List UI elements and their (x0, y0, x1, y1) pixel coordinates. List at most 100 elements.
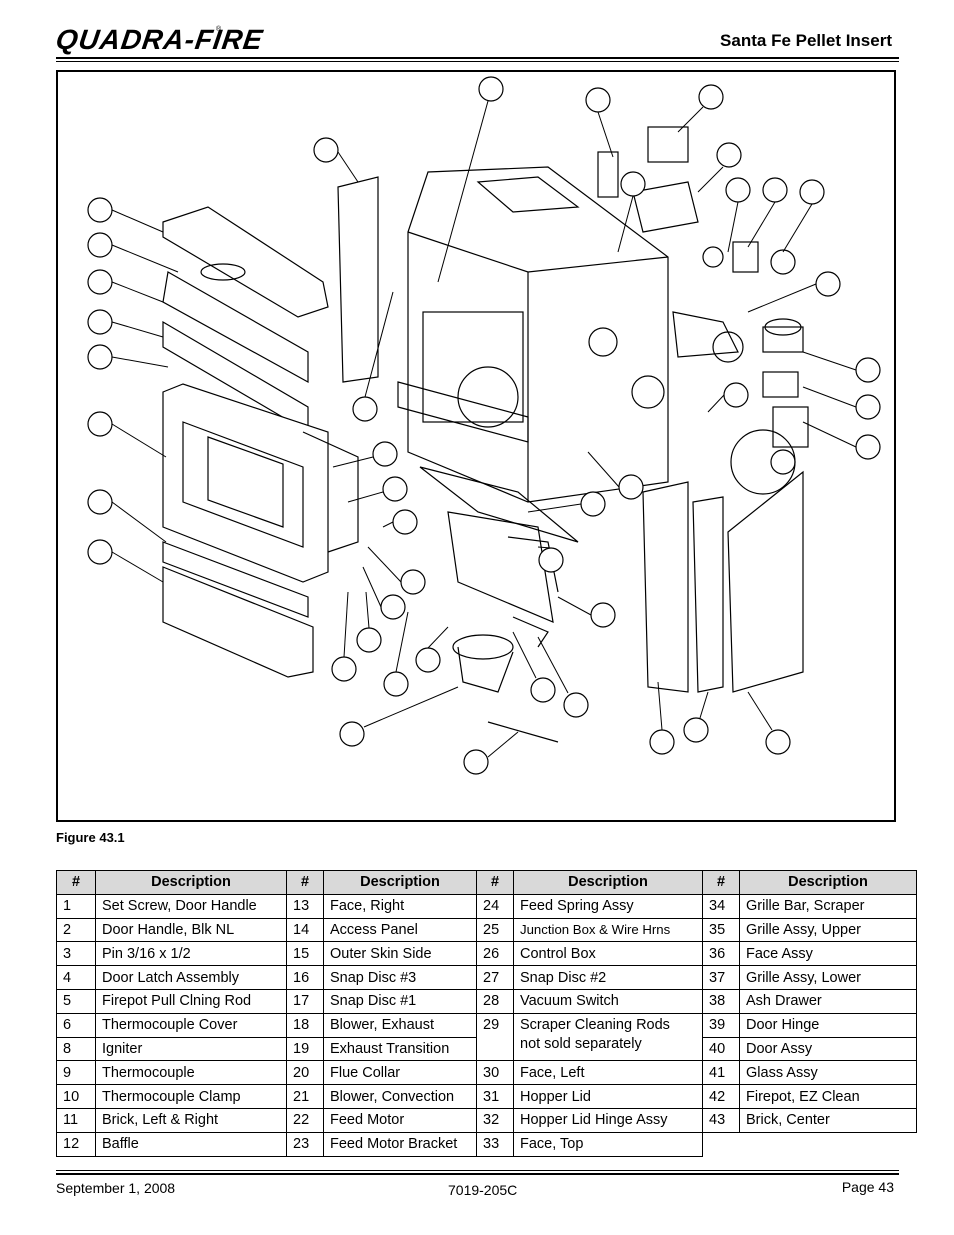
cell: Thermocouple (95, 1060, 287, 1086)
cell: 28 (476, 988, 514, 1014)
cell: Exhaust Transition (323, 1036, 477, 1062)
cell: 43 (702, 1107, 740, 1133)
header-rule-thin (56, 61, 899, 62)
cell: Thermocouple Cover (95, 1012, 287, 1038)
cell: Grille Bar, Scraper (739, 893, 917, 919)
cell: Control Box (513, 941, 703, 967)
cell: 16 (286, 965, 324, 990)
table-row: 3 Pin 3/16 x 1/2 15 Outer Skin Side 26 C… (56, 941, 917, 967)
brand-logo: QUADRA-FIRE (53, 24, 266, 55)
cell: 2 (56, 917, 96, 943)
cell: Brick, Left & Right (95, 1107, 287, 1133)
col-header-description: Description (739, 870, 917, 895)
table-header-row: # Description # Description # Descriptio… (56, 870, 917, 895)
col-header-description: Description (95, 870, 287, 895)
cell: Brick, Center (739, 1107, 917, 1133)
leader-lines (111, 100, 857, 758)
exploded-diagram (87, 76, 881, 775)
figure-caption: Figure 43.1 (56, 830, 125, 845)
cell: 34 (702, 893, 740, 919)
firebox-body (397, 166, 669, 503)
cell: 26 (476, 941, 514, 967)
registered-mark: ® (216, 26, 222, 33)
cell: Feed Motor (323, 1107, 477, 1133)
table-row: 4 Door Latch Assembly 16 Snap Disc #3 27… (56, 965, 917, 990)
blowers-and-controls (597, 126, 809, 495)
cell: Baffle (95, 1131, 287, 1157)
cell: 21 (286, 1084, 324, 1109)
cell-line: Scraper Cleaning Rods (520, 1016, 670, 1033)
cell: 11 (56, 1107, 96, 1133)
cell: Face, Right (323, 893, 477, 919)
cell: 5 (56, 988, 96, 1014)
empty-cell (702, 1131, 917, 1157)
cell: Ash Drawer (739, 988, 917, 1014)
footer-rule (56, 1173, 899, 1175)
cell: 6 (56, 1012, 96, 1038)
cell: 36 (702, 941, 740, 967)
cell: 40 (702, 1036, 740, 1062)
col-header-number: # (56, 870, 96, 895)
cell: Vacuum Switch (513, 988, 703, 1014)
col-header-description: Description (323, 870, 477, 895)
cell: 33 (476, 1131, 514, 1157)
col-header-number: # (286, 870, 324, 895)
footer-doc-number: 7019-205C (448, 1182, 518, 1198)
cell: Igniter (95, 1036, 287, 1062)
cell: 8 (56, 1036, 96, 1062)
cell-line: not sold separately (520, 1035, 642, 1052)
cell: 41 (702, 1060, 740, 1086)
door-assembly (162, 383, 359, 678)
cell: 27 (476, 965, 514, 990)
cell: Set Screw, Door Handle (95, 893, 287, 919)
cell: Thermocouple Clamp (95, 1084, 287, 1109)
cell: Feed Motor Bracket (323, 1131, 477, 1157)
cell: Door Handle, Blk NL (95, 917, 287, 943)
cell: Blower, Exhaust (323, 1012, 477, 1038)
cell: 17 (286, 988, 324, 1014)
cell: Face, Left (513, 1060, 703, 1086)
cell: Snap Disc #3 (323, 965, 477, 990)
footer-date: September 1, 2008 (56, 1180, 176, 1196)
cell: 14 (286, 917, 324, 943)
cell: 12 (56, 1131, 96, 1157)
cell: Feed Spring Assy (513, 893, 703, 919)
cell: 3 (56, 941, 96, 967)
table-row: 6 Thermocouple Cover 18 Blower, Exhaust … (56, 1012, 917, 1062)
cell: Firepot Pull Clning Rod (95, 988, 287, 1014)
exploded-view-figure (56, 70, 896, 822)
cell: 37 (702, 965, 740, 990)
cell: 18 (286, 1012, 324, 1038)
table-body: 1 Set Screw, Door Handle 13 Face, Right … (56, 893, 917, 1157)
cell: 20 (286, 1060, 324, 1086)
cell: 25 (476, 917, 514, 943)
col-header-number: # (702, 870, 740, 895)
cell: 29 (476, 1012, 514, 1062)
cell: Hopper Lid (513, 1084, 703, 1109)
cell: 38 (702, 988, 740, 1014)
cell: 35 (702, 917, 740, 943)
cell: Snap Disc #1 (323, 988, 477, 1014)
cell: Access Panel (323, 917, 477, 943)
table-row: 5 Firepot Pull Clning Rod 17 Snap Disc #… (56, 988, 917, 1014)
cell: 10 (56, 1084, 96, 1109)
cell: 9 (56, 1060, 96, 1086)
footer-rule-thin (56, 1170, 899, 1171)
cell: Door Hinge (739, 1012, 917, 1038)
cell: Grille Assy, Lower (739, 965, 917, 990)
cell: Glass Assy (739, 1060, 917, 1086)
cell: Face, Top (513, 1131, 703, 1157)
cell: 15 (286, 941, 324, 967)
cell-scraper-rods: Scraper Cleaning Rods not sold separately (513, 1012, 703, 1062)
table-row: 2 Door Handle, Blk NL 14 Access Panel 25… (56, 917, 917, 943)
cell: 1 (56, 893, 96, 919)
cell: Flue Collar (323, 1060, 477, 1086)
cell: 22 (286, 1107, 324, 1133)
cell: Blower, Convection (323, 1084, 477, 1109)
footer-page-number: Page 43 (841, 1179, 894, 1195)
face-top (162, 206, 329, 434)
cell: Firepot, EZ Clean (739, 1084, 917, 1109)
cell: Pin 3/16 x 1/2 (95, 941, 287, 967)
cell: 39 (702, 1012, 740, 1038)
bricks-and-firepot (419, 466, 579, 743)
